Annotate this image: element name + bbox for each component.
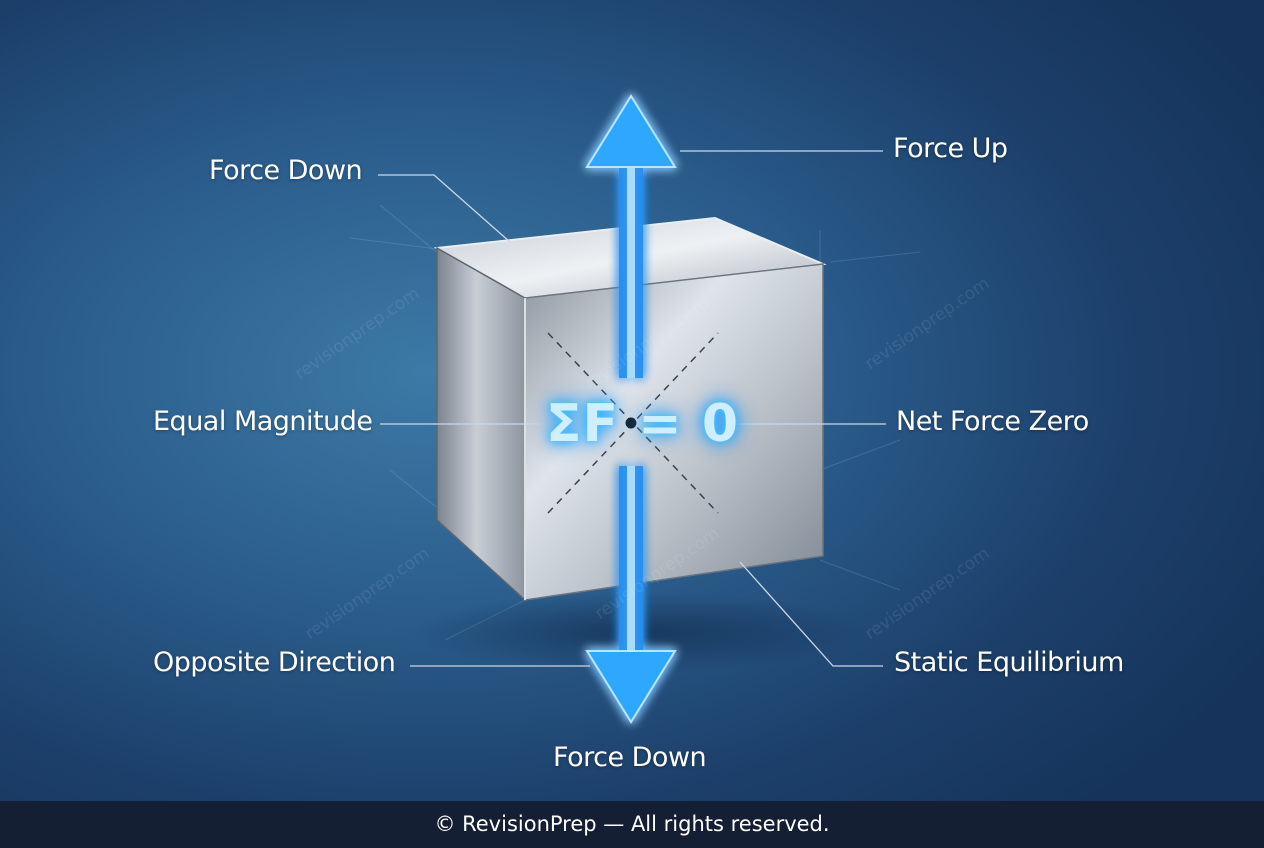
net-force-equation: ΣF = 0 xyxy=(546,394,740,454)
leader-lines xyxy=(378,150,886,667)
center-of-mass-dot xyxy=(625,417,637,429)
leader-static-equilibrium xyxy=(739,561,883,667)
label-force-up: Force Up xyxy=(893,133,1008,164)
watermark-text: revisionprep.com xyxy=(861,273,993,374)
label-equal-magnitude: Equal Magnitude xyxy=(153,406,373,437)
down-arrow-head xyxy=(585,650,677,724)
label-opposite-direction: Opposite Direction xyxy=(153,647,396,678)
watermark-text: revisionprep.com xyxy=(291,283,423,384)
up-arrow-head xyxy=(585,94,677,168)
copyright-footer: © RevisionPrep — All rights reserved. xyxy=(0,801,1264,848)
label-force-down-bottom: Force Down xyxy=(553,742,707,773)
label-force-down-top: Force Down xyxy=(209,155,363,186)
label-net-force-zero: Net Force Zero xyxy=(896,406,1089,437)
watermark-text: revisionprep.com xyxy=(861,543,993,644)
label-static-equilibrium: Static Equilibrium xyxy=(894,647,1124,678)
construction-lines xyxy=(349,204,921,641)
force-arrows xyxy=(585,94,677,724)
leader-force-down-top xyxy=(378,174,511,243)
